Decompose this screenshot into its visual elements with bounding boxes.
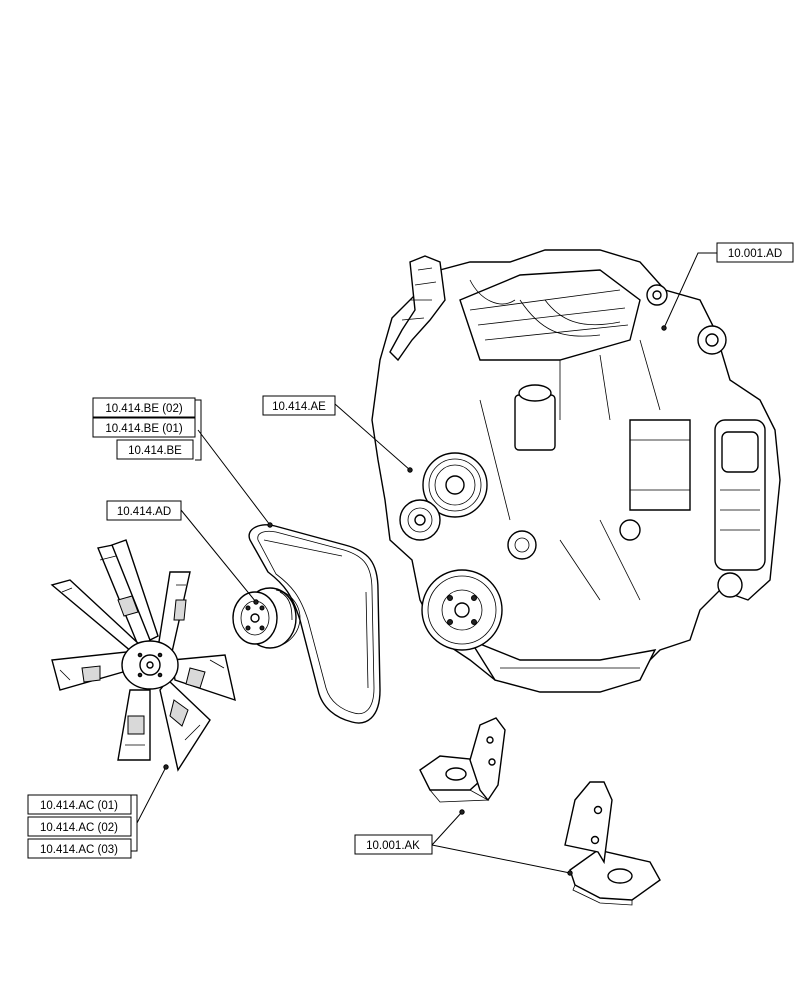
callout-10-414-ac-03[interactable]: 10.414.AC (03): [27, 838, 132, 859]
callout-10-414-ac-02[interactable]: 10.414.AC (02): [27, 816, 132, 837]
engine-assembly: [371, 249, 781, 693]
callout-label: 10.414.AC (01): [40, 800, 118, 812]
mounting-bracket-upper: [419, 717, 506, 803]
callout-10-414-be-02[interactable]: 10.414.BE (02): [92, 397, 196, 418]
callout-label: 10.414.BE (02): [105, 403, 183, 415]
callout-10-001-ak[interactable]: 10.001.AK: [354, 834, 433, 855]
callout-label: 10.414.AE: [272, 401, 326, 413]
callout-label: 10.001.AD: [728, 248, 782, 260]
fan-pulley: [232, 587, 301, 649]
callout-10-414-ad[interactable]: 10.414.AD: [106, 500, 182, 521]
poly-v-belt: [248, 524, 381, 724]
callout-label: 10.414.AC (02): [40, 822, 118, 834]
leader-lines: [131, 252, 717, 876]
callout-label: 10.001.AK: [366, 840, 420, 852]
mounting-bracket-lower: [564, 781, 661, 906]
callout-10-001-ad[interactable]: 10.001.AD: [716, 242, 794, 263]
callout-label: 10.414.AC (03): [40, 844, 118, 856]
callout-label: 10.414.AD: [117, 506, 171, 518]
callout-label: 10.414.BE (01): [105, 423, 183, 435]
callout-label: 10.414.BE: [128, 445, 182, 457]
callout-10-414-ac-01[interactable]: 10.414.AC (01): [27, 794, 132, 815]
callout-10-414-ae[interactable]: 10.414.AE: [262, 395, 336, 416]
callout-10-414-be[interactable]: 10.414.BE: [116, 439, 194, 460]
callout-10-414-be-01[interactable]: 10.414.BE (01): [92, 417, 196, 438]
cooling-fan: [50, 539, 236, 772]
